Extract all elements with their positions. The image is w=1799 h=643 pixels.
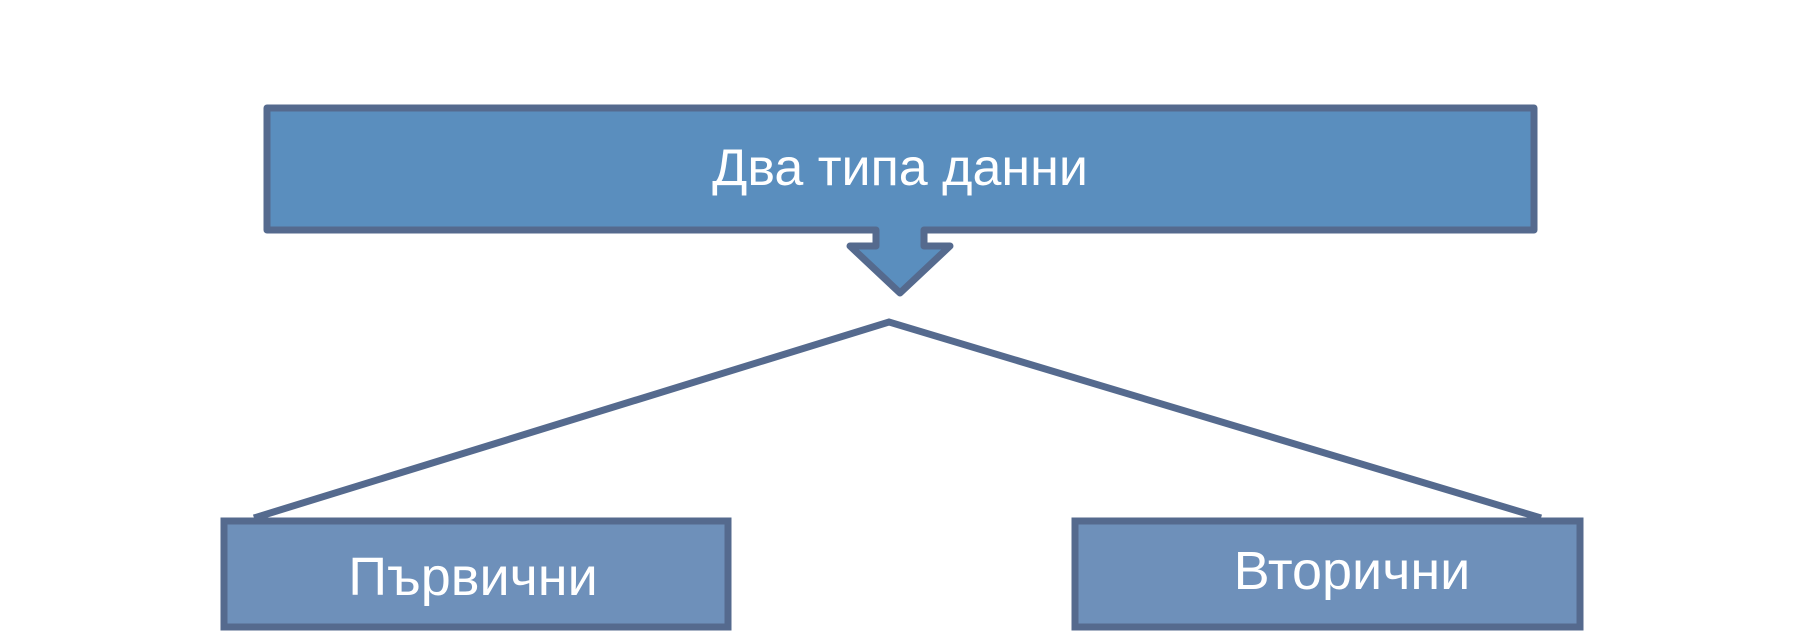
title-callout-shape [263,104,1538,297]
right-box [1071,517,1584,631]
left-box-label: Първични [348,547,598,607]
title-label: Два типа данни [712,139,1088,197]
right-box-label: Вторични [1234,541,1471,601]
connector-lines [252,318,1543,522]
left-box [220,517,732,631]
